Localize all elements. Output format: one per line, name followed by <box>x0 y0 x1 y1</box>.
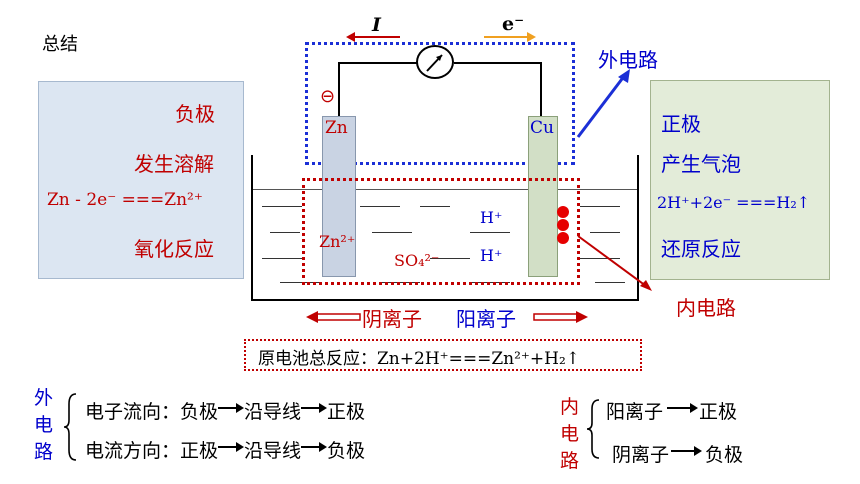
external-summary-char-1: 外 <box>34 387 54 409</box>
page-title: 总结 <box>42 34 78 55</box>
zinc-electrode <box>322 116 356 277</box>
positive-label: 正极 <box>661 112 701 136</box>
solution-dash <box>262 206 302 207</box>
copper-label: Cu <box>530 118 554 138</box>
external-summary-char-2: 电 <box>34 414 54 436</box>
positive-process: 产生气泡 <box>661 152 741 176</box>
current-flow-title: 电流方向： <box>85 440 181 462</box>
internal-summary-char-1: 内 <box>560 396 580 418</box>
cation-flow-ion: 阳离子 <box>606 401 664 423</box>
current-flow-via: 沿导线 <box>244 440 302 462</box>
solution-dash <box>280 282 320 283</box>
electron-arrowhead <box>527 32 536 42</box>
sulfate-ion-label: SO₄²⁻ <box>394 251 440 270</box>
solution-dash <box>372 232 412 233</box>
internal-circuit-pointer <box>577 235 652 291</box>
internal-summary-brace <box>586 399 600 459</box>
gas-bubble-icon <box>557 232 569 244</box>
electron-arrow <box>484 36 528 38</box>
arrow-right-icon <box>663 396 699 418</box>
anion-flow-row: 阴离子 负极 <box>612 440 743 467</box>
wire-left-vertical <box>338 62 340 118</box>
current-flow-row: 电流方向：正极 沿导线 负极 <box>85 436 365 463</box>
solution-dash <box>262 258 302 259</box>
external-circuit-outline <box>305 42 575 165</box>
overall-reaction-box <box>244 339 642 371</box>
solution-dash <box>595 282 625 283</box>
solution-dash <box>580 206 620 207</box>
positive-electrode-box <box>650 80 830 280</box>
gas-bubble-icon <box>557 219 569 231</box>
electron-flow-to: 正极 <box>327 401 366 423</box>
solution-dash <box>590 232 620 233</box>
internal-circuit-label: 内电路 <box>676 296 736 320</box>
cation-flow-row: 阳离子 正极 <box>606 397 737 424</box>
positive-equation: 2H⁺+2e⁻ ===H₂↑ <box>657 193 811 212</box>
arrow-right-icon <box>218 435 245 457</box>
negative-sign-icon: ⊖ <box>320 86 336 107</box>
beaker-bottom <box>251 299 639 301</box>
internal-summary-char-2: 电 <box>560 423 580 445</box>
cation-migration-arrow <box>533 311 588 323</box>
negative-equation: Zn - 2e⁻ ===Zn²⁺ <box>47 190 203 210</box>
anion-label: 阴离子 <box>362 307 422 331</box>
galvanometer-icon <box>416 45 454 79</box>
anion-migration-arrow <box>306 311 361 323</box>
current-flow-to: 负极 <box>327 440 366 462</box>
negative-label: 负极 <box>175 102 215 126</box>
current-arrowhead <box>346 32 355 42</box>
arrow-right-icon <box>301 396 328 418</box>
wire-top-left <box>338 62 418 64</box>
electron-flow-title: 电子流向： <box>85 401 181 423</box>
positive-reaction: 还原反应 <box>661 237 741 261</box>
current-flow-from: 正极 <box>180 440 219 462</box>
negative-reaction: 氧化反应 <box>134 237 214 261</box>
copper-electrode <box>528 116 558 277</box>
solution-dash <box>470 232 510 233</box>
hydrogen-ion-label-1: H⁺ <box>480 208 503 227</box>
electron-flow-via: 沿导线 <box>244 401 302 423</box>
internal-summary-char-3: 路 <box>560 450 580 472</box>
current-symbol: I <box>372 14 381 36</box>
wire-top-right <box>454 62 542 64</box>
solution-dash <box>420 206 450 207</box>
external-circuit-label: 外电路 <box>598 48 658 72</box>
electron-symbol: e⁻ <box>502 13 525 35</box>
negative-process: 发生溶解 <box>134 152 214 176</box>
solution-dash <box>360 206 400 207</box>
cation-label: 阳离子 <box>456 307 516 331</box>
zinc-ion-label: Zn²⁺ <box>319 232 356 251</box>
external-summary-brace <box>63 393 77 461</box>
external-summary-char-3: 路 <box>34 441 54 463</box>
arrow-right-icon <box>669 439 705 461</box>
external-circuit-pointer <box>576 69 630 138</box>
anion-flow-to: 负极 <box>705 444 744 466</box>
zinc-label: Zn <box>325 118 348 138</box>
arrow-right-icon <box>301 435 328 457</box>
current-arrow <box>352 36 400 38</box>
electron-flow-from: 负极 <box>180 401 219 423</box>
cation-flow-to: 正极 <box>699 401 738 423</box>
internal-circuit-outline <box>302 178 580 285</box>
overall-reaction-text: 原电池总反应：Zn+2H⁺===Zn²⁺+H₂↑ <box>258 349 581 369</box>
solution-dash <box>270 232 300 233</box>
negative-electrode-box <box>38 81 244 279</box>
hydrogen-ion-label-2: H⁺ <box>480 246 503 265</box>
solution-surface <box>253 189 637 190</box>
wire-right-vertical <box>540 62 542 118</box>
beaker-right-wall <box>637 155 639 301</box>
solution-dash <box>430 258 470 259</box>
anion-flow-ion: 阴离子 <box>612 444 670 466</box>
beaker-left-wall <box>251 155 253 301</box>
gas-bubble-icon <box>557 206 569 218</box>
electron-flow-row: 电子流向：负极 沿导线 正极 <box>85 397 365 424</box>
solution-dash <box>580 258 620 259</box>
arrow-right-icon <box>218 396 245 418</box>
